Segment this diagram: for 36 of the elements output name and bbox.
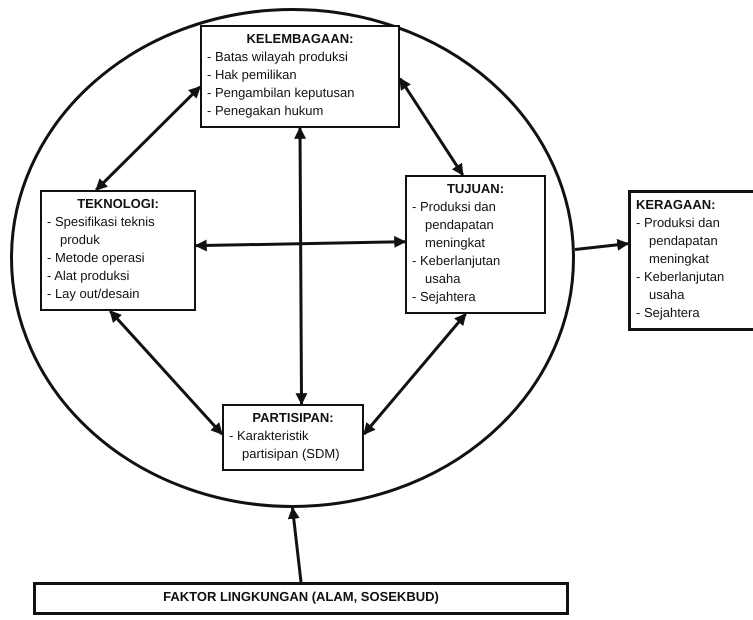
arrow [294, 126, 308, 406]
box-heading: FAKTOR LINGKUNGAN (ALAM, SOSEKBUD) [162, 588, 440, 606]
box-heading: KERAGAAN: [636, 196, 716, 214]
list-item: - Keberlanjutan usaha [636, 268, 726, 304]
arrow [109, 310, 224, 436]
list-item: - Karakteristik partisipan (SDM) [229, 427, 341, 463]
box-heading: KELEMBAGAAN: [246, 30, 354, 48]
box-heading: TEKNOLOGI: [76, 195, 160, 213]
box-heading: TUJUAN: [446, 180, 506, 198]
text-box [33, 582, 569, 615]
list-item: - Produksi dan pendapatan meningkat [412, 198, 497, 252]
list-item: - Keberlanjutan usaha [412, 252, 502, 288]
arrow [398, 78, 464, 176]
text-box [405, 175, 546, 314]
list-item: - Hak pemilikan [207, 66, 298, 84]
list-item: - Metode operasi [47, 249, 146, 267]
text-box [200, 25, 400, 128]
text-box [628, 190, 753, 331]
list-item: - Spesifikasi teknis produk [47, 213, 156, 249]
list-item: - Sejahtera [412, 288, 477, 306]
arrow [574, 238, 630, 251]
list-item: - Batas wilayah produksi [207, 48, 349, 66]
list-item: - Penegakan hukum [207, 102, 324, 120]
list-item: - Produksi dan pendapatan meningkat [636, 214, 721, 268]
arrow [362, 313, 467, 436]
text-box [40, 190, 196, 311]
arrow [95, 86, 202, 192]
list-item: - Lay out/desain [47, 285, 141, 303]
list-item: - Sejahtera [636, 304, 701, 322]
list-item: - Pengambilan keputusan [207, 84, 356, 102]
arrow [194, 236, 406, 252]
ellipse-outline [10, 8, 575, 508]
list-item: - Alat produksi [47, 267, 130, 285]
box-heading: PARTISIPAN: [251, 409, 335, 427]
arrow [288, 506, 302, 582]
text-box [222, 404, 364, 471]
